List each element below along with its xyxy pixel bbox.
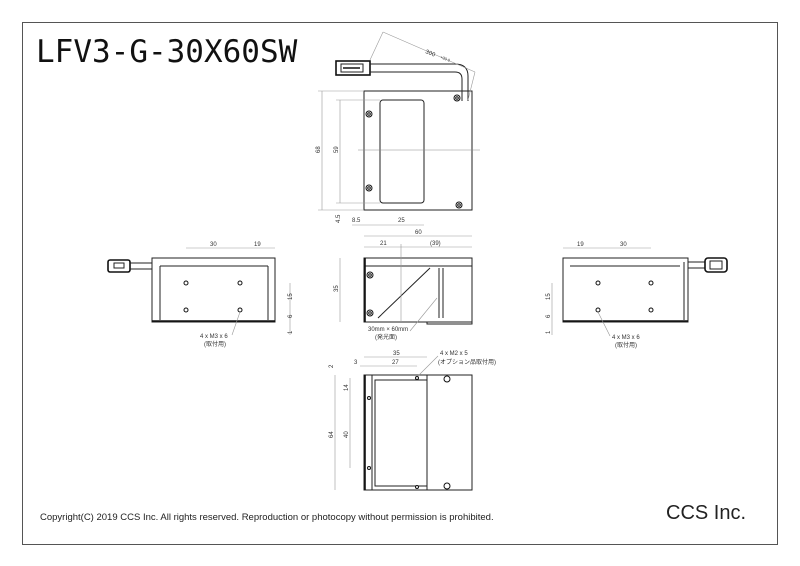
dim-pitch-x: 27 [392, 360, 399, 366]
drawing-title: LFV3-G-30X60SW [36, 34, 298, 70]
dim-offset-y: 6 [288, 314, 294, 318]
top-view: 300 +30 0 68 59 4.5 8.5 25 [316, 31, 480, 226]
dim-height: 35 [334, 285, 340, 292]
dim-left: 21 [380, 241, 387, 247]
drawing-frame [22, 22, 778, 545]
front-view: 60 21 (39) 35 30mm × 60mm (発光面) [334, 230, 473, 341]
dim-window-width: 25 [398, 218, 405, 224]
dim-width: 35 [393, 351, 400, 357]
dim-offset-left: 8.5 [352, 218, 361, 224]
dim-right: (39) [430, 241, 441, 247]
screw-note: (オプション品取付用) [438, 358, 496, 366]
dim-base: 1 [288, 330, 294, 334]
screw-note: (取付用) [204, 340, 226, 348]
connector-icon [335, 60, 371, 76]
dim-pitch-x: 30 [210, 242, 217, 248]
dim-edge: 3 [354, 360, 358, 366]
bottom-view: 35 3 27 2 64 14 40 4 x M2 x 5 (オプション品取付用… [329, 351, 496, 491]
emit-area-label: (発光面) [375, 333, 397, 341]
dim-hole-offset: 14 [344, 384, 350, 391]
dim-length: 64 [329, 431, 335, 438]
dim-pitch-y: 15 [288, 293, 294, 300]
emit-area-size: 30mm × 60mm [368, 327, 408, 333]
screw-icon [365, 94, 463, 209]
screw-spec: 4 x M3 x 6 [200, 334, 228, 340]
dim-cable-tolerance: +30 0 [440, 54, 452, 63]
company-name: CCS Inc. [666, 502, 747, 524]
screw-note: (取付用) [615, 341, 637, 349]
connector-icon [704, 257, 728, 273]
dim-offset-bottom: 4.5 [336, 214, 342, 223]
dim-edge-x: 19 [254, 242, 261, 248]
dim-offset-y: 6 [546, 314, 552, 318]
dim-top: 2 [329, 364, 335, 368]
connector-icon [107, 259, 131, 273]
screw-spec: 4 x M2 x 5 [440, 351, 468, 357]
dim-base: 1 [546, 330, 552, 334]
dim-height-total: 68 [316, 146, 322, 153]
left-side-view: 30 19 15 6 1 4 x M3 x 6 (取付用) [107, 242, 294, 348]
screw-spec: 4 x M3 x 6 [612, 335, 640, 341]
copyright-notice: Copyright(C) 2019 CCS Inc. All rights re… [40, 512, 494, 523]
cable [370, 63, 469, 101]
right-side-view: 19 30 15 6 1 4 x M3 x 6 (取付用) [546, 242, 728, 349]
dim-width: 60 [415, 230, 422, 236]
dim-height-window: 59 [334, 146, 340, 153]
dim-pitch-x: 30 [620, 242, 627, 248]
dim-edge-x: 19 [577, 242, 584, 248]
dim-cable-length: 300 [424, 49, 436, 59]
dim-hole-pitch: 40 [344, 431, 350, 438]
dim-pitch-y: 15 [546, 293, 552, 300]
